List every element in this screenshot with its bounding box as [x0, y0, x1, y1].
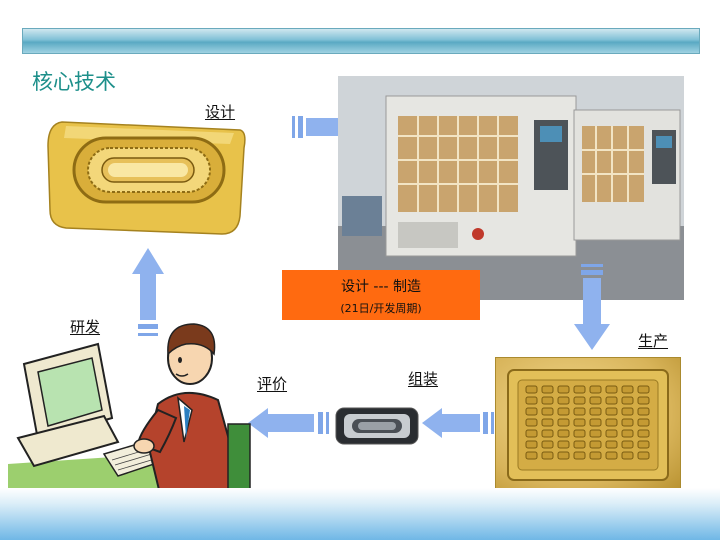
- mold-cavity: [637, 407, 650, 416]
- mold-cavity: [605, 451, 618, 460]
- mold-cavity: [621, 396, 634, 405]
- mold-cavity: [589, 407, 602, 416]
- label-design: 设计: [205, 103, 236, 121]
- mold-cavity: [605, 385, 618, 394]
- engineer-at-computer-illustration: [8, 323, 251, 494]
- assembled-product-image: [335, 407, 419, 445]
- mold-cavity: [541, 418, 554, 427]
- mold-cavity: [557, 451, 570, 460]
- mold-cavity: [541, 429, 554, 438]
- mold-cavity: [637, 385, 650, 394]
- mold-cavity: [525, 418, 538, 427]
- mold-cavity: [525, 440, 538, 449]
- callout-line2: (21日/开发周期): [340, 302, 422, 315]
- mold-cavity: [557, 407, 570, 416]
- mold-cavity: [605, 396, 618, 405]
- callout-line1: 设计 --- 制造: [340, 279, 422, 295]
- mold-cavity: [573, 418, 586, 427]
- mold-cavity: [621, 385, 634, 394]
- cavity-design-image: [47, 121, 246, 235]
- mold-cavity: [589, 396, 602, 405]
- mold-cavity: [589, 429, 602, 438]
- mold-cavity: [621, 418, 634, 427]
- page-title: 核心技术: [32, 70, 116, 94]
- mold-cavity: [573, 407, 586, 416]
- mold-cavity: [637, 429, 650, 438]
- mold-cavity: [605, 440, 618, 449]
- label-production: 生产: [638, 332, 669, 350]
- mold-cavity: [573, 440, 586, 449]
- mold-cavity: [525, 385, 538, 394]
- mold-cavity: [605, 418, 618, 427]
- mold-cavity: [557, 385, 570, 394]
- label-evaluation: 评价: [257, 375, 288, 393]
- mold-cavity: [573, 385, 586, 394]
- mold-cavity: [541, 451, 554, 460]
- cycle-callout: 设计 --- 制造 (21日/开发周期): [282, 270, 480, 320]
- arrow-up-icon: [132, 248, 164, 336]
- mold-cavity: [589, 385, 602, 394]
- arrow-left-icon: [422, 408, 494, 438]
- arrow-down-icon: [574, 264, 610, 350]
- mold-cavity: [637, 396, 650, 405]
- label-assembly: 组装: [408, 370, 439, 388]
- mold-cavity: [541, 407, 554, 416]
- mold-cavity: [589, 440, 602, 449]
- mold-cavity: [541, 440, 554, 449]
- mold-cavity: [637, 451, 650, 460]
- mold-cavity: [525, 451, 538, 460]
- mold-cavity: [589, 451, 602, 460]
- mold-cavity: [573, 451, 586, 460]
- mold-cavity: [605, 429, 618, 438]
- mold-cavity: [541, 385, 554, 394]
- mold-cavity: [621, 407, 634, 416]
- machining-center-photo: [338, 76, 684, 300]
- mold-cavity: [637, 418, 650, 427]
- mold-cavity: [557, 440, 570, 449]
- mold-cavity: [621, 429, 634, 438]
- mold-cavity: [557, 396, 570, 405]
- production-mold-image: [495, 357, 681, 493]
- mold-cavity: [525, 396, 538, 405]
- mold-cavity: [621, 440, 634, 449]
- mold-cavity: [525, 407, 538, 416]
- mold-cavity: [637, 440, 650, 449]
- mold-cavity: [605, 407, 618, 416]
- mold-cavity: [525, 429, 538, 438]
- mold-cavity: [621, 451, 634, 460]
- mold-cavity: [557, 418, 570, 427]
- mold-cavity: [589, 418, 602, 427]
- mold-cavity: [557, 429, 570, 438]
- header-bar: [22, 28, 700, 54]
- label-research: 研发: [70, 318, 101, 336]
- mold-cavity: [573, 429, 586, 438]
- arrow-left-icon: [248, 408, 329, 438]
- mold-cavity: [573, 396, 586, 405]
- mold-cavity: [541, 396, 554, 405]
- footer-bar: [0, 488, 720, 540]
